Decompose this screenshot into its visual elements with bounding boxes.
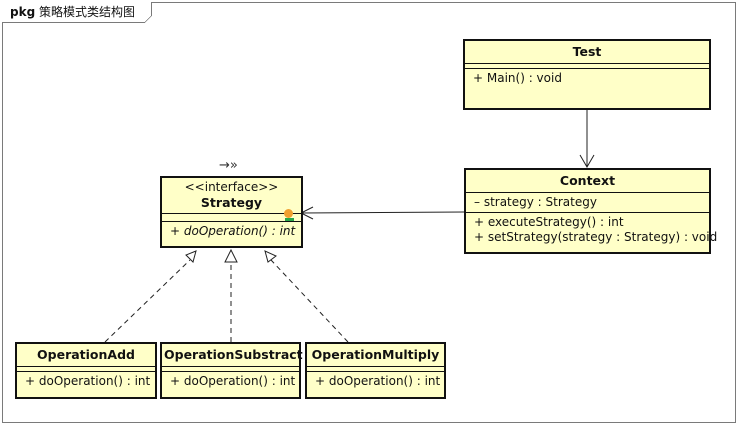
multiply-realization-head: [264, 250, 277, 263]
test-context-arrowhead: [579, 154, 595, 168]
class-strategy[interactable]: <<interface>> Strategy + doOperation() :…: [160, 176, 303, 248]
class-operation-add-attributes: [17, 367, 155, 372]
class-context-name: Context: [559, 173, 616, 188]
class-operation-substract[interactable]: OperationSubstract + doOperation() : int: [160, 342, 303, 399]
operation: + doOperation() : int: [315, 374, 441, 388]
class-operation-substract-attributes: [162, 367, 299, 372]
operation: + executeStrategy() : int: [474, 215, 624, 229]
class-operation-multiply-name: OperationMultiply: [311, 347, 440, 362]
class-test[interactable]: Test + Main() : void: [463, 39, 711, 110]
operation: + doOperation() : int: [170, 374, 296, 388]
add-realization-head: [185, 250, 197, 263]
class-context-attributes: – strategy : Strategy: [466, 193, 709, 213]
class-strategy-name: Strategy: [200, 195, 263, 210]
class-strategy-operations: + doOperation() : int: [162, 222, 301, 241]
package-title: 策略模式类结构图: [39, 5, 136, 19]
class-operation-add[interactable]: OperationAdd + doOperation() : int: [15, 342, 157, 399]
attribute: – strategy : Strategy: [474, 195, 597, 209]
operation: + doOperation() : int: [25, 374, 151, 388]
class-operation-add-name: OperationAdd: [37, 347, 135, 362]
port-marker-orange: [284, 209, 293, 218]
class-strategy-stereotype: <<interface>>: [184, 180, 279, 194]
operation: + Main() : void: [473, 71, 562, 85]
context-strategy-line: [301, 211, 466, 214]
class-context[interactable]: Context – strategy : Strategy + executeS…: [464, 168, 718, 254]
operation: + doOperation() : int: [170, 224, 296, 238]
package-keyword: pkg: [10, 5, 36, 19]
class-strategy-attributes: [162, 214, 301, 222]
strategy-dependency-glyph: →»: [219, 158, 238, 173]
class-operation-multiply[interactable]: OperationMultiply + doOperation() : int: [305, 342, 446, 399]
class-operation-multiply-operations: + doOperation() : int: [307, 372, 444, 391]
add-realization-line: [104, 259, 191, 343]
class-operation-multiply-attributes: [307, 367, 444, 372]
package-frame: [2, 2, 736, 423]
class-operation-substract-operations: + doOperation() : int: [162, 372, 299, 391]
class-context-operations: + executeStrategy() : int + setStrategy(…: [466, 213, 718, 247]
port-marker-green: [285, 218, 294, 221]
package-tab: pkg 策略模式类结构图: [2, 2, 153, 23]
class-test-attributes: [465, 64, 709, 69]
substract-realization-head: [224, 248, 238, 263]
operation: + setStrategy(strategy : Strategy) : voi…: [474, 230, 718, 244]
class-test-name: Test: [572, 44, 602, 59]
class-test-operations: + Main() : void: [465, 69, 709, 88]
class-operation-add-operations: + doOperation() : int: [17, 372, 155, 391]
class-operation-substract-name: OperationSubstract: [164, 347, 303, 362]
multiply-realization-line: [270, 259, 349, 343]
